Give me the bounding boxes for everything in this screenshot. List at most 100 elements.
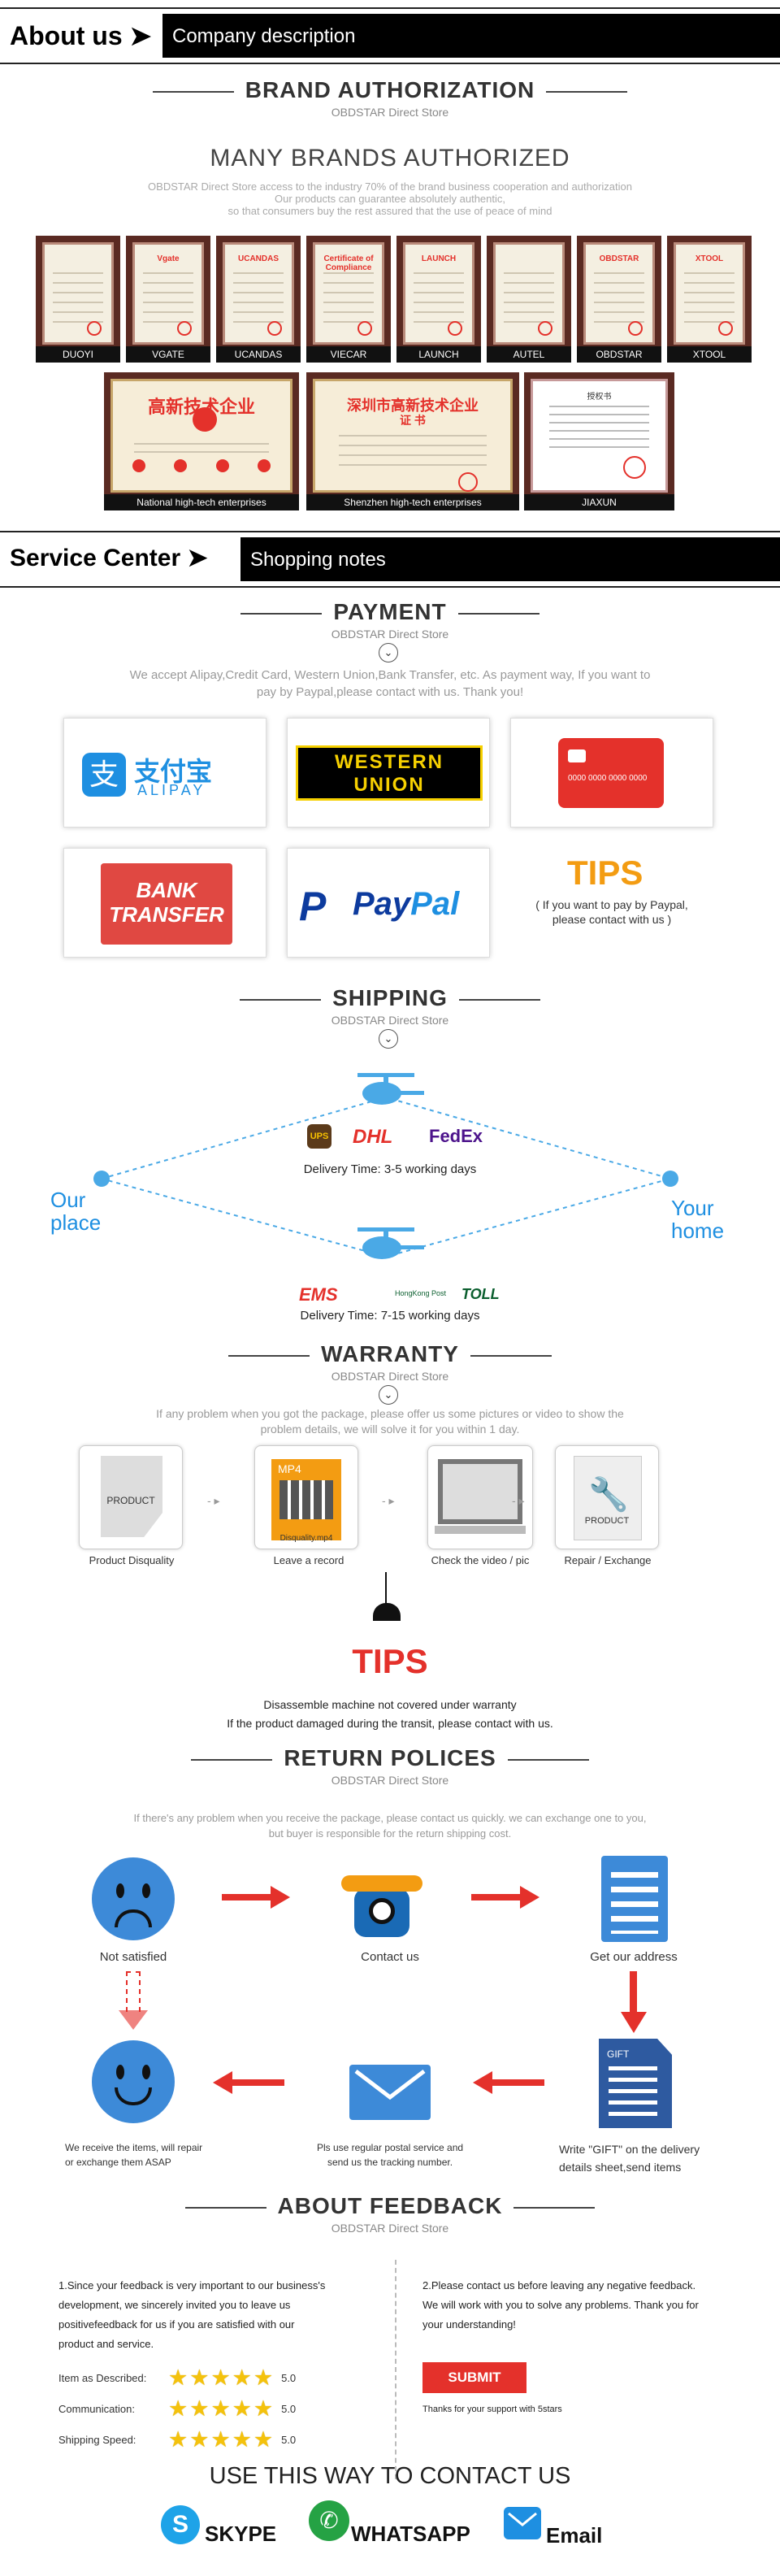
brand-text: OBDSTAR Direct Store access to the indus… bbox=[148, 180, 632, 217]
credit-card-icon: 0000 0000 0000 0000 bbox=[558, 738, 664, 808]
company-description-tab: Company description bbox=[162, 14, 780, 58]
paypal-tips: TIPS ( If you want to pay by Paypal,plea… bbox=[535, 854, 688, 926]
arrow-right-icon bbox=[471, 1894, 528, 1901]
warranty-text: If any problem when you got the package,… bbox=[156, 1407, 624, 1436]
warranty-store: OBDSTAR Direct Store bbox=[331, 1370, 449, 1383]
ratings: Item as Described:★★★★★5.0 Communication… bbox=[58, 2362, 367, 2455]
cert-jiaxun: 授权书 JIAXUN bbox=[524, 372, 674, 510]
returns-title: RETURN POLICES bbox=[0, 1745, 780, 1771]
chevron-down-icon: ⌄ bbox=[379, 1029, 398, 1049]
returns-text: If there's any problem when you receive … bbox=[133, 1812, 647, 1840]
wrench-icon: 🔧 bbox=[588, 1477, 629, 1513]
payment-store: OBDSTAR Direct Store bbox=[331, 628, 449, 641]
shopping-notes-tab: Shopping notes bbox=[240, 537, 780, 581]
rating-row: Communication:★★★★★5.0 bbox=[58, 2396, 297, 2421]
star-icons: ★★★★★ bbox=[168, 2426, 274, 2452]
not-satisfied-label: Not satisfied bbox=[99, 1950, 167, 1964]
helicopter-icon bbox=[358, 1227, 424, 1259]
warranty-title: WARRANTY bbox=[0, 1341, 780, 1367]
express-carriers: UPS DHL FedEx bbox=[307, 1124, 486, 1149]
cert-national: 高新技术企业 National high-tech enterprises bbox=[104, 372, 299, 510]
paypal-icon: P bbox=[299, 884, 327, 929]
service-center-label: Service Center ➤ bbox=[10, 545, 208, 571]
payment-title: PAYMENT bbox=[0, 599, 780, 625]
warranty-notes: Disassemble machine not covered under wa… bbox=[227, 1698, 553, 1730]
repair-exchange-box: 🔧 PRODUCT bbox=[555, 1445, 659, 1549]
check-video-box bbox=[427, 1445, 533, 1549]
destination-dot bbox=[662, 1171, 678, 1187]
arrow-left-icon bbox=[228, 2079, 284, 2086]
sad-face-icon bbox=[92, 1857, 175, 1940]
product-disquality-box: PRODUCT bbox=[79, 1445, 183, 1549]
telephone-icon bbox=[341, 1864, 422, 1942]
address-list-icon bbox=[601, 1856, 668, 1942]
feedback-store: OBDSTAR Direct Store bbox=[331, 2222, 449, 2235]
leave-record-box: MP4 Disquality.mp4 bbox=[254, 1445, 358, 1549]
alipay-card: 支 支付宝 ALIPAY bbox=[63, 718, 266, 828]
step-repair-exchange: Repair / Exchange bbox=[564, 1554, 652, 1566]
alipay-icon: 支 bbox=[82, 753, 126, 797]
brand-big-heading: MANY BRANDS AUTHORIZED bbox=[210, 145, 570, 172]
contact-us-label: Contact us bbox=[361, 1950, 419, 1964]
delivery-time-1: Delivery Time: 3-5 working days bbox=[303, 1162, 477, 1176]
cert-autel: AUTEL bbox=[487, 236, 571, 363]
happy-face-icon bbox=[92, 2040, 175, 2123]
rating-row: Item as Described:★★★★★5.0 bbox=[58, 2365, 297, 2390]
warranty-tips: TIPS bbox=[352, 1642, 428, 1680]
post-carriers: EMS HongKong Post TOLL bbox=[299, 1284, 500, 1305]
service-center-bar: Service Center ➤ Shopping notes bbox=[0, 531, 780, 588]
credit-card: 0000 0000 0000 0000 bbox=[510, 718, 713, 828]
shipping-title: SHIPPING bbox=[0, 985, 780, 1011]
cert-duoyi: DUOYI bbox=[36, 236, 120, 363]
delivery-time-2: Delivery Time: 7-15 working days bbox=[300, 1309, 480, 1323]
skype-icon: S bbox=[161, 2505, 200, 2544]
email-contact[interactable]: Email bbox=[504, 2504, 634, 2549]
about-us-bar: About us ➤ Company description bbox=[0, 7, 780, 64]
step-product-disquality: Product Disquality bbox=[89, 1554, 175, 1566]
feedback-title: ABOUT FEEDBACK bbox=[0, 2193, 780, 2219]
submit-button[interactable]: SUBMIT bbox=[422, 2362, 526, 2393]
western-union-card: WESTERN UNION bbox=[287, 718, 490, 828]
rating-row: Shipping Speed:★★★★★5.0 bbox=[58, 2426, 297, 2452]
envelope-icon bbox=[349, 2065, 431, 2120]
skype-contact[interactable]: S SKYPE bbox=[161, 2504, 299, 2548]
arrow-down-icon bbox=[630, 1971, 637, 2016]
feedback-left-text: 1.Since your feedback is very important … bbox=[58, 2279, 326, 2350]
returns-store: OBDSTAR Direct Store bbox=[331, 1774, 449, 1787]
brand-store: OBDSTAR Direct Store bbox=[331, 106, 449, 119]
star-icons: ★★★★★ bbox=[168, 2396, 274, 2421]
about-us-label: About us ➤ bbox=[10, 21, 152, 50]
chevron-down-icon: ⌄ bbox=[379, 643, 398, 662]
chevron-down-icon: ⌄ bbox=[379, 1385, 398, 1405]
step-leave-record: Leave a record bbox=[273, 1554, 344, 1566]
step-check-video: Check the video / pic bbox=[431, 1554, 530, 1566]
arrow-right-icon bbox=[222, 1894, 279, 1901]
star-icons: ★★★★★ bbox=[168, 2365, 274, 2390]
dashed-arrow-down-icon bbox=[126, 1971, 141, 2012]
feedback-divider bbox=[395, 2260, 396, 2479]
email-icon bbox=[504, 2507, 541, 2539]
whatsapp-icon: ✆ bbox=[309, 2500, 349, 2541]
arrow-left-icon bbox=[488, 2079, 544, 2086]
whatsapp-contact[interactable]: ✆ WHATSAPP bbox=[309, 2500, 504, 2549]
get-address-label: Get our address bbox=[590, 1950, 678, 1964]
lamp-cord bbox=[385, 1572, 395, 1605]
thanks-text: Thanks for your support with 5stars bbox=[422, 2404, 562, 2414]
paypal-card: P PayPal bbox=[287, 848, 490, 958]
brand-title: BRAND AUTHORIZATION bbox=[0, 77, 780, 103]
helicopter-icon bbox=[358, 1073, 424, 1105]
contact-title: USE THIS WAY TO CONTACT US bbox=[209, 2463, 571, 2489]
shipping-store: OBDSTAR Direct Store bbox=[331, 1014, 449, 1027]
payment-text: We accept Alipay,Credit Card, Western Un… bbox=[129, 668, 651, 699]
